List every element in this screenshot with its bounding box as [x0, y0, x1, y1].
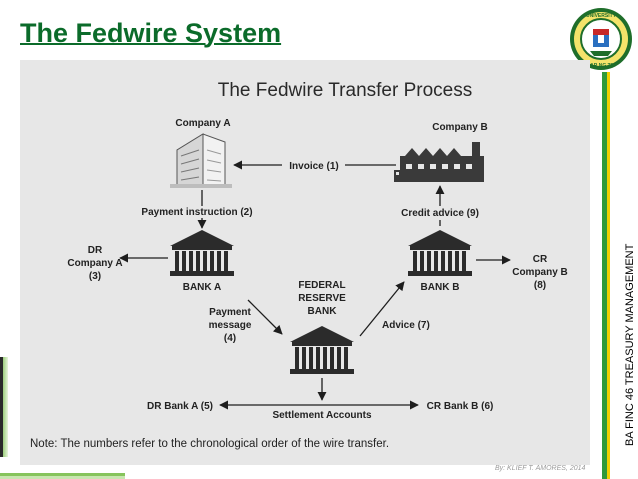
university-seal: UNIVERSITY HAR NG TIY — [570, 8, 632, 70]
bank-a-icon — [170, 230, 234, 276]
seal-text-top: UNIVERSITY — [586, 13, 617, 19]
company-b-label: Company B — [432, 122, 488, 133]
fed-label-line3: BANK — [308, 306, 338, 317]
author-credit: By: KLIEF T. AMORES, 2014 — [495, 465, 586, 472]
advice-arrow — [359, 281, 405, 337]
cr-company-b-label-line2: Company B — [512, 267, 568, 278]
diagram-background — [20, 60, 590, 465]
dr-company-a-label-line3: (3) — [89, 271, 101, 282]
payment-message-label-line1: Payment — [209, 307, 251, 318]
cr-company-b-label-line1: CR — [533, 254, 548, 265]
bank-a-label: BANK A — [183, 282, 222, 293]
invoice-label: Invoice (1) — [289, 161, 338, 172]
company-b-factory-icon — [394, 142, 484, 182]
fed-label-line2: RESERVE — [298, 293, 346, 304]
side-caption: BA FINC 46 TREASURY MANAGEMENT — [624, 243, 636, 446]
federal-reserve-bank-icon — [290, 326, 354, 374]
left-accent-bar — [3, 357, 8, 457]
payment-instruction-label: Payment instruction (2) — [141, 207, 252, 218]
payment-message-arrow — [247, 299, 283, 335]
payment-message-label-line3: (4) — [224, 333, 236, 344]
bank-b-icon — [408, 230, 472, 276]
bottom-accent-line — [0, 476, 125, 479]
dr-company-a-label-line1: DR — [88, 245, 103, 256]
diagram-title: The Fedwire Transfer Process — [218, 80, 472, 101]
seal-text-bottom: HAR NG TIY — [587, 63, 617, 69]
settlement-accounts-label: Settlement Accounts — [272, 410, 372, 421]
cr-bank-b-label: CR Bank B (6) — [427, 401, 494, 412]
payment-message-label-line2: message — [209, 320, 252, 331]
dr-bank-a-label: DR Bank A (5) — [147, 401, 213, 412]
credit-advice-label: Credit advice (9) — [401, 208, 479, 219]
right-accent-stripe — [607, 72, 610, 479]
bank-b-label: BANK B — [421, 282, 460, 293]
slide-title: The Fedwire System — [20, 18, 282, 48]
fedwire-diagram: The Fedwire Transfer Process Company A C… — [20, 60, 590, 465]
company-a-building-icon — [170, 133, 232, 188]
advice-label: Advice (7) — [382, 320, 430, 331]
left-accent-line — [0, 357, 3, 457]
cr-company-b-label-line3: (8) — [534, 280, 546, 291]
company-a-label: Company A — [175, 118, 230, 129]
diagram-note: Note: The numbers refer to the chronolog… — [30, 438, 389, 450]
fed-label-line1: FEDERAL — [298, 280, 345, 291]
right-accent-bar — [602, 72, 607, 479]
bottom-accent-bar — [0, 473, 125, 476]
dr-company-a-label-line2: Company A — [67, 258, 122, 269]
